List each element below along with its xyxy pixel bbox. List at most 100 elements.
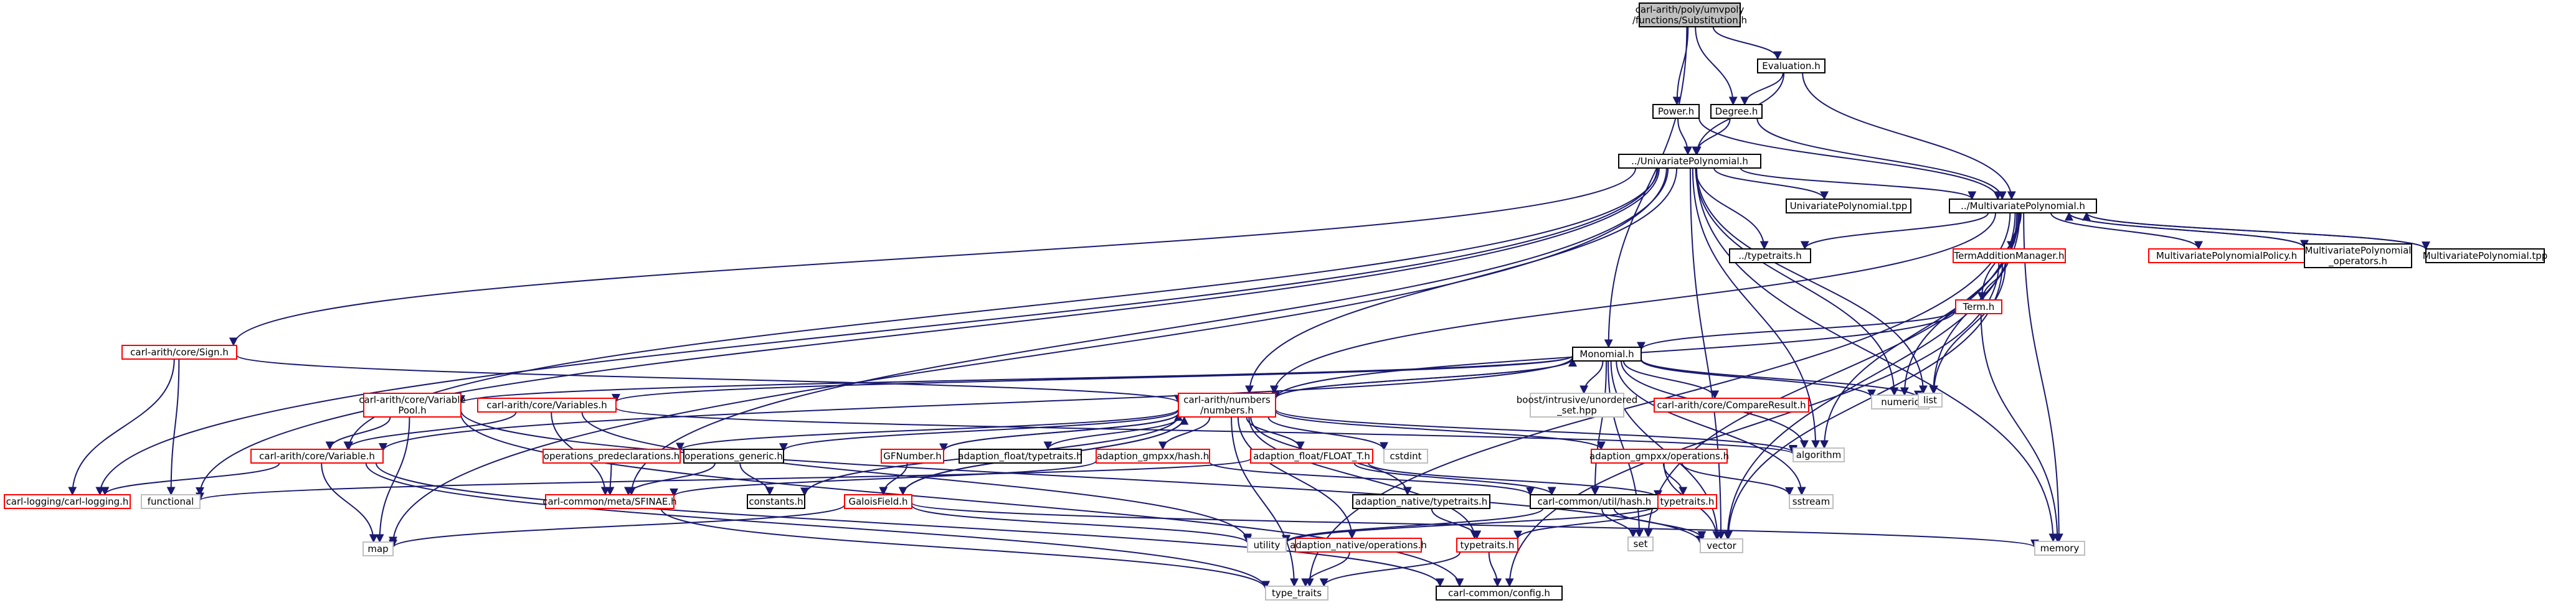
node-galois[interactable]: GaloisField.h	[844, 494, 912, 509]
edge-root-to-degree	[1695, 26, 1738, 106]
node-term[interactable]: Term.h	[1955, 299, 2002, 314]
node-vector: vector	[1700, 538, 1743, 553]
edge-numbers-to-agmphash	[1158, 416, 1211, 451]
node-power[interactable]: Power.h	[1652, 104, 1700, 119]
edge-afloatt-to-cchash	[1353, 462, 1556, 496]
node-label: constants.h	[749, 496, 803, 507]
edge-univ-to-map	[389, 167, 1667, 546]
edge-multi-to-numbers	[1269, 212, 1997, 395]
node-variables[interactable]: carl-arith/core/Variables.h	[477, 398, 617, 413]
node-label: Degree.h	[1715, 106, 1758, 117]
node-box	[2034, 541, 2085, 556]
node-typetraits_b[interactable]: typetraits.h	[1456, 538, 1518, 553]
edge-galois-to-map	[389, 504, 845, 549]
edge-varpool-to-vector	[460, 410, 1705, 545]
node-eval[interactable]: Evaluation.h	[1757, 58, 1825, 73]
node-box	[363, 393, 462, 418]
node-antt[interactable]: adaption_native/typetraits.h	[1352, 494, 1490, 509]
node-box	[1789, 494, 1834, 509]
node-box	[1757, 58, 1825, 73]
node-cstdint: cstdint	[1383, 449, 1428, 464]
node-afltt[interactable]: adaption_float/typetraits.h	[958, 449, 1082, 464]
node-termadd[interactable]: TermAdditionManager.h	[1953, 248, 2066, 263]
edge-numbers-to-opspre	[676, 408, 1179, 452]
node-variable[interactable]: carl-arith/core/Variable.h	[250, 449, 384, 464]
node-box	[4, 494, 131, 509]
edge-multi-to-mpolicy	[2050, 212, 2203, 250]
node-label: MultivariatePolynomialPolicy.h	[2156, 250, 2297, 261]
node-box	[542, 449, 681, 464]
edge-monomial-to-numeric	[1641, 359, 1876, 398]
node-box	[545, 494, 675, 509]
node-anops[interactable]: adaption_native/operations.h	[1290, 538, 1427, 553]
node-label: MultivariatePolynomial.tpp	[2423, 250, 2548, 261]
edge-anops-to-type_traits	[1301, 551, 1350, 587]
node-label: GFNumber.h	[883, 451, 941, 462]
node-typetraits_r[interactable]: typetraits.h	[1657, 494, 1717, 509]
node-box	[121, 345, 237, 360]
node-typetraits_up[interactable]: ../typetraits.h	[1729, 248, 1811, 263]
edge-afloatt-to-typetraits_r	[1367, 462, 1662, 499]
node-label: carl-common/config.h	[1448, 587, 1550, 599]
node-agmpops[interactable]: adaption_gmpxx/operations.h	[1589, 449, 1729, 464]
node-constants[interactable]: constants.h	[747, 494, 805, 509]
node-logging[interactable]: carl-logging/carl-logging.h	[4, 494, 131, 509]
node-univ[interactable]: ../UnivariatePolynomial.h	[1618, 154, 1761, 169]
edge-agmphash-to-cchash	[1209, 461, 1535, 496]
node-multi[interactable]: ../MultivariatePolynomial.h	[1949, 199, 2097, 213]
node-label: GaloisField.h	[848, 496, 907, 507]
node-afloatt[interactable]: adaption_float/FLOAT_T.h	[1250, 449, 1373, 464]
node-compare[interactable]: carl-arith/core/CompareResult.h	[1654, 398, 1809, 413]
node-box	[1530, 393, 1624, 418]
edge-univ-to-memory	[1695, 167, 2058, 543]
node-root[interactable]: carl-arith/poly/umvpoly/functions/Substi…	[1632, 2, 1747, 27]
edge-cchash-to-vector	[1613, 508, 1707, 540]
edge-univ-to-algorithm	[1692, 167, 1821, 449]
node-cchash[interactable]: carl-common/util/hash.h	[1530, 494, 1659, 509]
node-config[interactable]: carl-common/config.h	[1436, 586, 1563, 601]
edge-univ-to-vector	[1689, 167, 1726, 540]
node-degree[interactable]: Degree.h	[1710, 104, 1763, 119]
node-functional: functional	[141, 494, 201, 509]
node-box	[1096, 449, 1210, 464]
node-univtpp[interactable]: UnivariatePolynomial.tpp	[1786, 199, 1911, 213]
node-mops[interactable]: MultivariatePolynomial_operators.h	[2304, 243, 2412, 268]
node-mtpp[interactable]: MultivariatePolynomial.tpp	[2423, 248, 2548, 263]
edge-opsgen-to-sfinae	[624, 462, 716, 496]
node-monomial[interactable]: Monomial.h	[1572, 347, 1642, 362]
node-box	[1250, 449, 1373, 464]
node-opspre[interactable]: operations_predeclarations.h	[542, 449, 681, 464]
edge-termadd-to-config	[1505, 262, 2000, 587]
edge-monomial-to-boost	[1579, 360, 1604, 395]
node-memory: memory	[2034, 541, 2085, 556]
edge-multi-to-typetraits_up	[1800, 212, 1989, 250]
node-utility: utility	[1247, 538, 1287, 553]
edges-layer	[68, 26, 2430, 590]
node-label: typetraits.h	[1660, 496, 1715, 507]
node-sign[interactable]: carl-arith/core/Sign.h	[121, 345, 237, 360]
edge-termadd-to-term	[1978, 262, 2006, 301]
edge-multi-to-algorithm	[1820, 212, 2018, 449]
node-label: vector	[1707, 540, 1736, 551]
edge-degree-to-univ	[1692, 118, 1731, 156]
node-gfnumber[interactable]: GFNumber.h	[881, 449, 944, 464]
node-numbers[interactable]: carl-arith/numbers/numbers.h	[1178, 393, 1276, 418]
edge-univ-to-list	[1696, 167, 1928, 395]
node-label: Term.h	[1963, 301, 1995, 312]
node-label: Evaluation.h	[1762, 60, 1820, 72]
node-box	[1729, 248, 1811, 263]
node-sfinae[interactable]: carl-common/meta/SFINAE.h	[542, 494, 677, 509]
edge-monomial-to-list	[1641, 358, 1923, 400]
node-label: operations_generic.h	[684, 451, 783, 462]
edge-galois-to-utility	[911, 505, 1252, 544]
node-agmphash[interactable]: adaption_gmpxx/hash.h	[1096, 449, 1210, 464]
edge-root-to-monomial	[1604, 26, 1688, 348]
edge-variable-to-type_traits	[365, 462, 1270, 590]
edge-univ-to-multi	[1740, 167, 1977, 200]
edge-monomial-to-variable	[379, 357, 1573, 452]
node-mpolicy[interactable]: MultivariatePolynomialPolicy.h	[2148, 248, 2305, 263]
node-label: adaption_gmpxx/hash.h	[1097, 451, 1209, 462]
edge-multi-to-set	[1644, 212, 2016, 538]
node-opsgen[interactable]: operations_generic.h	[683, 449, 784, 464]
